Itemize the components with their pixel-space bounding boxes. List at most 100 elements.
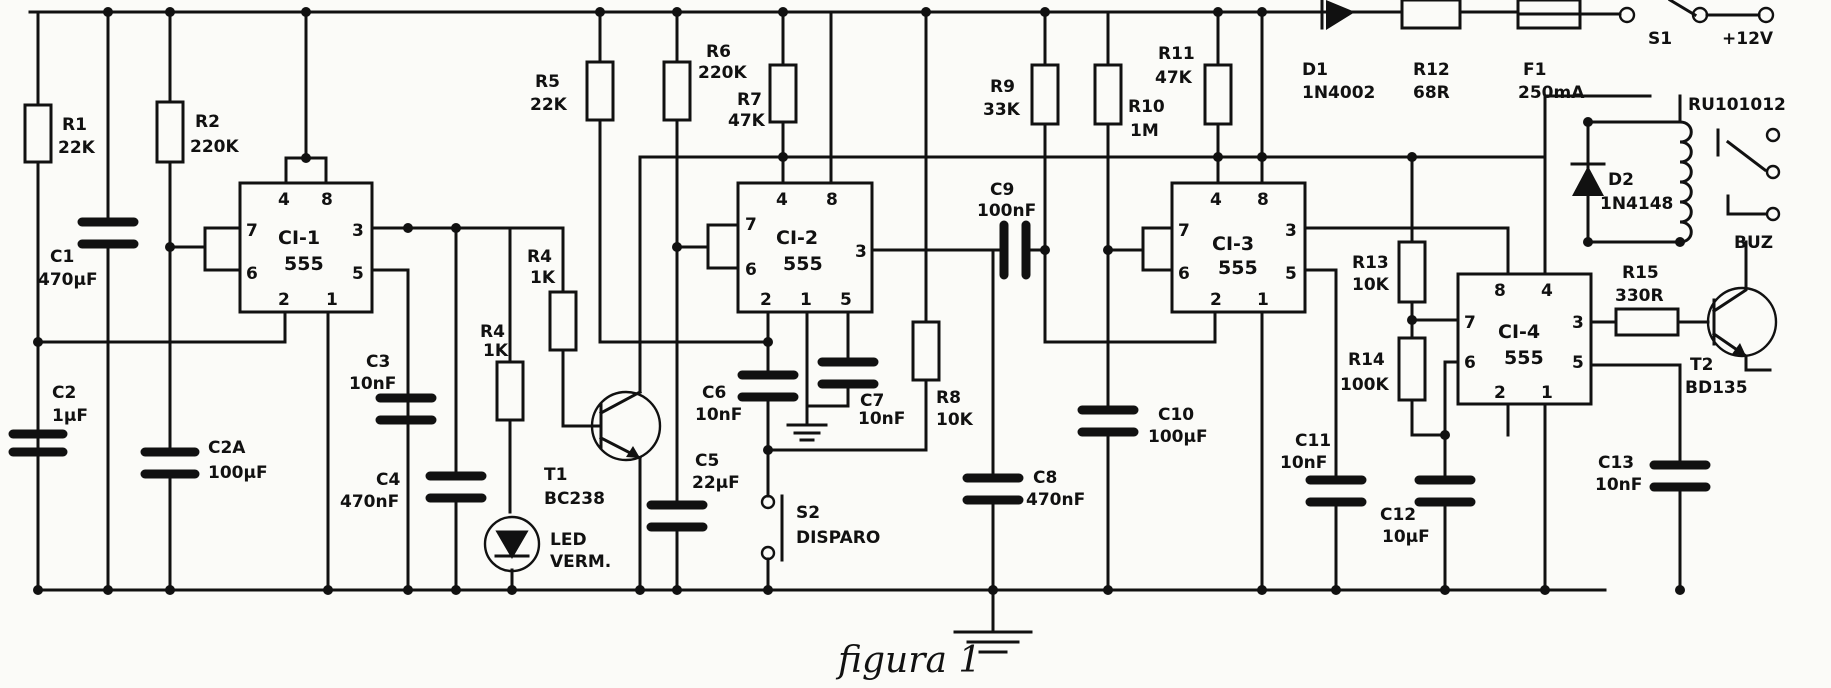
c13-value: 10nF <box>1595 475 1642 495</box>
r8-ref: R8 <box>936 388 961 408</box>
relay-ref: RU101012 <box>1688 95 1786 115</box>
r11-ref: R11 <box>1158 44 1195 64</box>
ci1-part: 555 <box>284 253 324 275</box>
r1-resistor <box>23 103 53 164</box>
c3-ref: C3 <box>366 352 390 372</box>
ci1-pin3: 3 <box>352 221 364 241</box>
r13-ref: R13 <box>1352 253 1389 273</box>
r4b-ref: R4 <box>527 247 552 267</box>
r2-ref: R2 <box>195 112 220 132</box>
ci2-pin3: 3 <box>855 242 867 262</box>
c3-capacitor <box>375 393 437 425</box>
ci1-pin8: 8 <box>321 190 333 210</box>
ci2-pin2: 2 <box>760 290 772 310</box>
ci2-pin1: 1 <box>800 290 812 310</box>
r4-base-resistor <box>548 290 578 352</box>
c2a-capacitor <box>140 447 200 479</box>
c9-value: 100nF <box>977 201 1036 221</box>
r15-resistor <box>1614 307 1680 337</box>
c6-capacitor <box>737 370 799 402</box>
c6-value: 10nF <box>695 405 742 425</box>
ci2-part: 555 <box>783 253 823 275</box>
c10-ref: C10 <box>1158 405 1194 425</box>
ci4-pin6: 6 <box>1464 353 1476 373</box>
ci4-pin4: 4 <box>1541 281 1553 301</box>
c11-value: 10nF <box>1280 453 1327 473</box>
t2-value: BD135 <box>1685 378 1748 398</box>
c13-capacitor <box>1649 460 1711 492</box>
c8-capacitor <box>962 473 1024 505</box>
r9-ref: R9 <box>990 77 1015 97</box>
ground-rail <box>36 588 1607 654</box>
r14-resistor <box>1397 336 1427 402</box>
t1-transistor <box>590 389 662 462</box>
r2-resistor <box>155 100 185 164</box>
c2-capacitor <box>8 429 68 457</box>
c2-ref: C2 <box>52 383 76 403</box>
ci3-ref: CI-3 <box>1212 233 1254 255</box>
c12-value: 10µF <box>1382 527 1430 547</box>
r10-ref: R10 <box>1128 97 1165 117</box>
r6-resistor <box>662 60 692 122</box>
vcc-label: +12V <box>1722 29 1774 49</box>
c7-capacitor <box>817 357 879 389</box>
ci4-ref: CI-4 <box>1498 321 1540 343</box>
c2a-value: 100µF <box>208 463 268 483</box>
stage-ci3: C9 100nF C8 470nF R9 33K R10 1M C10 100µ… <box>870 10 1510 592</box>
r1-ref: R1 <box>62 115 87 135</box>
c8-ref: C8 <box>1033 468 1057 488</box>
c2-value: 1µF <box>52 406 88 426</box>
buz-label: BUZ <box>1734 233 1773 253</box>
ci1-ref: CI-1 <box>278 227 320 249</box>
r8-resistor <box>911 320 941 382</box>
ci2-chip <box>736 181 874 314</box>
c5-ref: C5 <box>695 451 719 471</box>
t1-ref: T1 <box>544 465 567 485</box>
d1-ref: D1 <box>1302 60 1328 80</box>
c13-ref: C13 <box>1598 453 1634 473</box>
d2-diode <box>1570 162 1606 196</box>
ci1-pin5: 5 <box>352 264 364 284</box>
power-input: D1 1N4002 R12 68R F1 250mA S1 +12V <box>1302 0 1775 103</box>
ci3-pin3: 3 <box>1285 221 1297 241</box>
r10-resistor <box>1093 63 1123 126</box>
r4-led-resistor <box>495 360 525 422</box>
s2-ref: S2 <box>796 503 820 523</box>
r5-ref: R5 <box>535 72 560 92</box>
stage-ci2: R4 1K T1 BC238 R5 22K R6 220K C5 22µF R7 <box>527 10 1547 592</box>
r1-value: 22K <box>58 138 96 158</box>
ci2-pin7: 7 <box>745 215 757 235</box>
c1-value: 470µF <box>38 270 98 290</box>
ci3-pin4: 4 <box>1210 190 1222 210</box>
t2-ref: T2 <box>1690 355 1713 375</box>
t2-transistor <box>1706 240 1778 372</box>
r12-value: 68R <box>1413 83 1450 103</box>
r13-resistor <box>1397 240 1427 304</box>
c4-capacitor <box>425 471 487 503</box>
junction-dots <box>33 7 1685 595</box>
c10-value: 100µF <box>1148 427 1208 447</box>
ci3-pin5: 5 <box>1285 264 1297 284</box>
r14-value: 100K <box>1340 375 1389 395</box>
ci2-pin6: 6 <box>745 260 757 280</box>
vcc-terminal <box>1757 6 1775 24</box>
c5-capacitor <box>646 500 708 532</box>
relay-contacts <box>1716 127 1781 222</box>
ci4-pin3: 3 <box>1572 313 1584 333</box>
ci1-pin7: 7 <box>246 221 258 241</box>
c1-capacitor <box>77 217 139 249</box>
s1-ref: S1 <box>1648 29 1672 49</box>
t1-value: BC238 <box>544 489 605 509</box>
s2-pushbutton <box>760 448 784 592</box>
ci4-pin5: 5 <box>1572 353 1584 373</box>
r11-resistor <box>1203 63 1233 126</box>
c12-capacitor <box>1414 475 1476 507</box>
r6-value: 220K <box>698 63 747 83</box>
f1-value: 250mA <box>1518 83 1585 103</box>
ci2-pin8: 8 <box>826 190 838 210</box>
ci2-pin4: 4 <box>776 190 788 210</box>
r12-resistor <box>1400 0 1462 30</box>
r8-value: 10K <box>936 410 974 430</box>
c12-ref: C12 <box>1380 505 1416 525</box>
ci1-chip <box>238 181 374 314</box>
